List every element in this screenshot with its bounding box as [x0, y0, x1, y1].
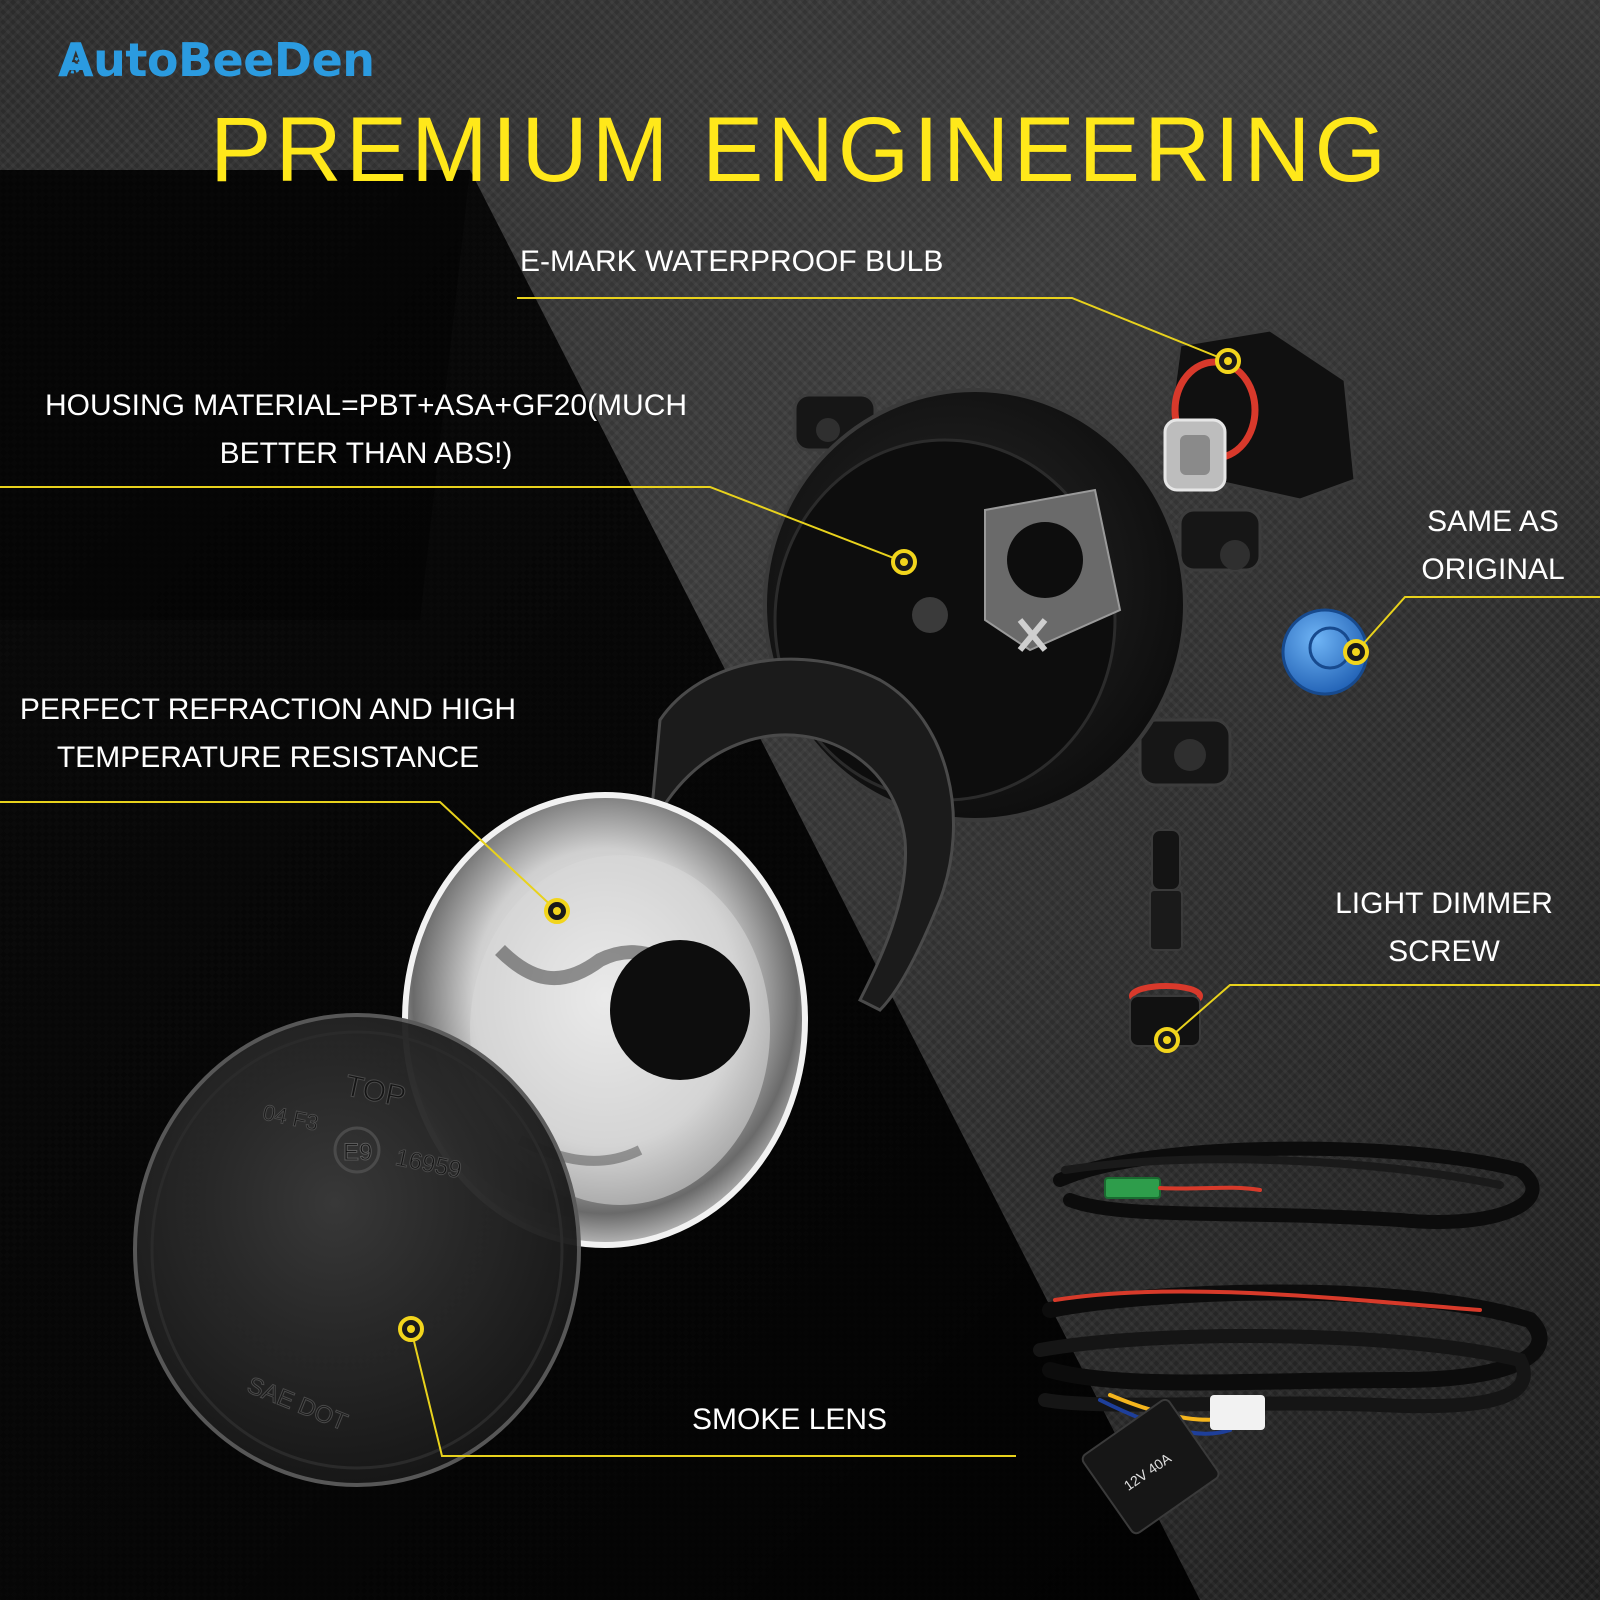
dimmer-screw-part: [1129, 829, 1203, 1047]
callout-housing: HOUSING MATERIAL=PBT+ASA+GF20(MUCH BETTE…: [34, 382, 698, 478]
gasket-part: [648, 657, 955, 1012]
callout-refraction-line2: TEMPERATURE RESISTANCE: [56, 741, 480, 774]
leader-line-lens: [410, 1328, 1016, 1457]
callout-dot-icon: [1343, 639, 1369, 665]
page-title: PREMIUM ENGINEERING: [209, 99, 1391, 201]
relay-body: [1081, 1398, 1220, 1535]
leader-line-housing: [0, 486, 905, 563]
bulb-part: [1163, 328, 1357, 502]
wire-harness-coil-upper: [1053, 1141, 1540, 1229]
callout-smoke-lens: SMOKE LENS: [692, 1396, 887, 1444]
wire-harness-coil-lower: 12V 40A: [1033, 1284, 1548, 1535]
callout-dot-icon: [1154, 1027, 1180, 1053]
callout-dot-icon: [1215, 348, 1241, 374]
callout-lens-text: SMOKE LENS: [692, 1403, 888, 1436]
callout-same-line1: SAME AS: [1427, 505, 1559, 538]
leader-line-bulb: [517, 297, 1229, 362]
callout-housing-line2: BETTER THAN ABS!): [219, 437, 513, 470]
leader-line-refraction: [0, 801, 558, 912]
callout-bulb-text: E-MARK WATERPROOF BULB: [520, 245, 944, 278]
callout-dot-icon: [544, 898, 570, 924]
callout-housing-line1: HOUSING MATERIAL=PBT+ASA+GF20(MUCH: [44, 389, 688, 422]
callout-refraction-line1: PERFECT REFRACTION AND HIGH: [19, 693, 517, 726]
callout-dot-icon: [398, 1316, 424, 1342]
callout-same-as-original: SAME AS ORIGINAL: [1395, 498, 1591, 594]
emark-circle: [333, 1126, 381, 1174]
callout-bulb: E-MARK WATERPROOF BULB: [520, 238, 943, 286]
brand-logo: AutoBeeDen: [58, 30, 375, 90]
callout-dimmer-line1: LIGHT DIMMER: [1335, 887, 1553, 920]
lens-marking-emark: E9: [343, 1139, 372, 1166]
callout-same-line2: ORIGINAL: [1421, 553, 1565, 586]
brand-name: AutoBeeDen: [58, 33, 375, 87]
leader-line-same: [1355, 596, 1600, 653]
callout-dot-icon: [891, 549, 917, 575]
callout-refraction: PERFECT REFRACTION AND HIGH TEMPERATURE …: [10, 686, 526, 782]
smoke-lens-part: TOP 04 F3 E9 16959 SAE DOT: [133, 1013, 581, 1487]
gear-icon: [64, 56, 82, 74]
leader-line-dimmer: [1166, 984, 1600, 1041]
callout-dimmer: LIGHT DIMMER SCREW: [1318, 880, 1570, 976]
callout-dimmer-line2: SCREW: [1388, 935, 1500, 968]
